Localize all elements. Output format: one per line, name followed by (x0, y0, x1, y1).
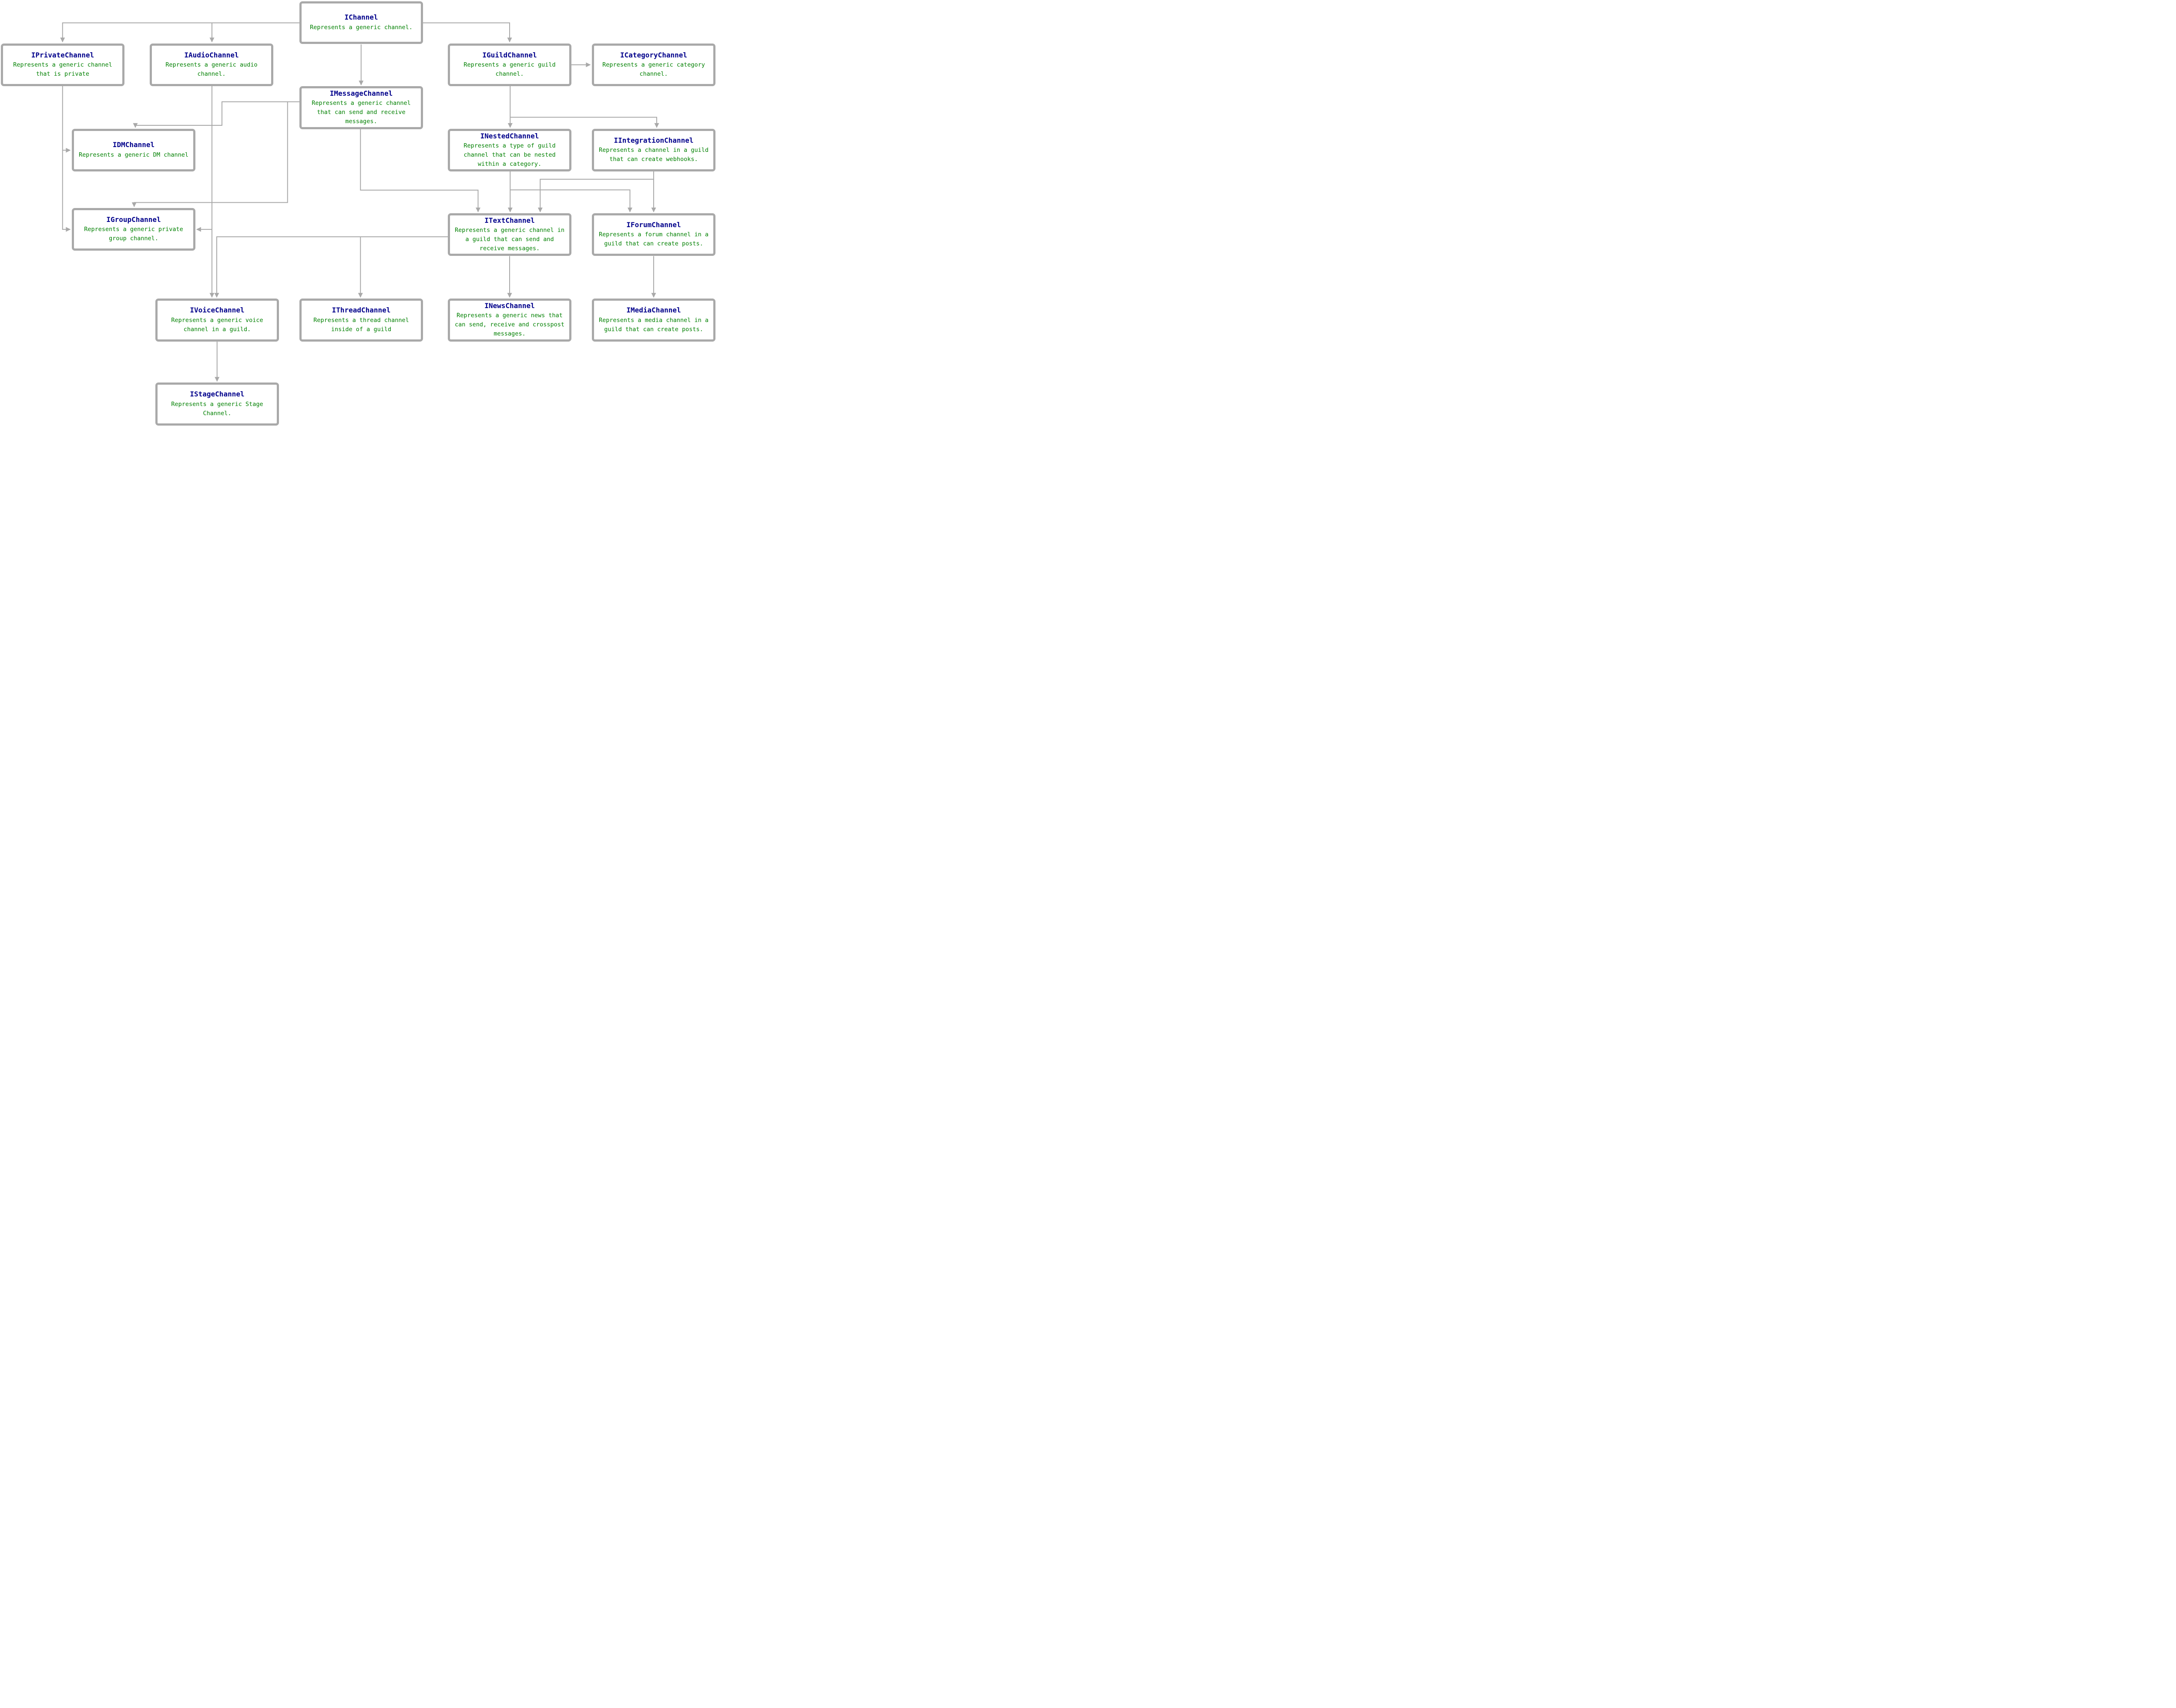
node-title: IMediaChannel (626, 306, 681, 315)
connector-lines (60, 22, 659, 382)
node-title: IStageChannel (190, 390, 245, 399)
node-title: IVoiceChannel (190, 306, 245, 315)
node-description: Represents a generic category channel. (602, 61, 705, 78)
node-description: Represents a thread channel inside of a … (313, 316, 409, 333)
node-description: Represents a generic channel that is pri… (13, 61, 112, 78)
node-istagechannel: IStageChannel Represents a generic Stage… (155, 383, 279, 426)
node-description: Represents a generic private group chann… (84, 226, 183, 242)
node-title: INestedChannel (480, 131, 539, 140)
node-title: IIntegrationChannel (614, 136, 694, 144)
node-itextchannel: ITextChannel Represents a generic channe… (448, 213, 571, 256)
node-title: ITextChannel (484, 216, 535, 225)
node-description: Represents a generic guild channel. (463, 61, 556, 78)
node-description: Represents a media channel in a guild th… (599, 316, 709, 333)
node-igroupchannel: IGroupChannel Represents a generic priva… (72, 208, 195, 251)
node-description: Represents a generic news that can send,… (455, 312, 564, 338)
node-description: Represents a channel in a guild that can… (599, 147, 709, 163)
node-title: IGroupChannel (106, 215, 161, 224)
node-title: IThreadChannel (332, 306, 391, 315)
node-description: Represents a generic channel. (310, 23, 413, 31)
node-inewschannel: INewsChannel Represents a generic news t… (448, 299, 571, 342)
inheritance-diagram: IChannel Represents a generic channel. I… (0, 0, 717, 427)
node-iprivatechannel: IPrivateChannel Represents a generic cha… (1, 44, 124, 86)
node-iintegrationchannel: IIntegrationChannel Represents a channel… (592, 129, 715, 171)
node-title: ICategoryChannel (620, 50, 688, 59)
node-description: Represents a generic channel that can se… (312, 100, 411, 125)
node-title: INewsChannel (484, 302, 535, 310)
node-description: Represents a generic channel in a guild … (455, 226, 564, 252)
node-title: IForumChannel (626, 220, 681, 229)
node-imessagechannel: IMessageChannel Represents a generic cha… (299, 86, 423, 129)
node-ichannel: IChannel Represents a generic channel. (299, 1, 423, 44)
node-title: IMessageChannel (329, 89, 393, 98)
node-icategorychannel: ICategoryChannel Represents a generic ca… (592, 44, 715, 86)
node-ithreadchannel: IThreadChannel Represents a thread chann… (299, 299, 423, 342)
node-imediachannel: IMediaChannel Represents a media channel… (592, 299, 715, 342)
node-description: Represents a generic Stage Channel. (171, 400, 263, 417)
node-title: IPrivateChannel (31, 50, 94, 59)
node-ivoicechannel: IVoiceChannel Represents a generic voice… (155, 299, 279, 342)
node-inestedchannel: INestedChannel Represents a type of guil… (448, 129, 571, 171)
node-iforumchannel: IForumChannel Represents a forum channel… (592, 213, 715, 256)
node-title: IGuildChannel (482, 50, 537, 59)
node-iguildchannel: IGuildChannel Represents a generic guild… (448, 44, 571, 86)
node-title: IDMChannel (112, 141, 155, 149)
node-description: Represents a generic voice channel in a … (171, 316, 263, 333)
node-title: IAudioChannel (184, 50, 239, 59)
node-iaudiochannel: IAudioChannel Represents a generic audio… (150, 44, 273, 86)
node-description: Represents a generic audio channel. (165, 61, 258, 78)
node-title: IChannel (344, 13, 378, 22)
node-description: Represents a generic DM channel (79, 151, 188, 158)
node-idmchannel: IDMChannel Represents a generic DM chann… (72, 129, 195, 171)
node-description: Represents a type of guild channel that … (463, 142, 556, 168)
node-description: Represents a forum channel in a guild th… (599, 231, 709, 248)
